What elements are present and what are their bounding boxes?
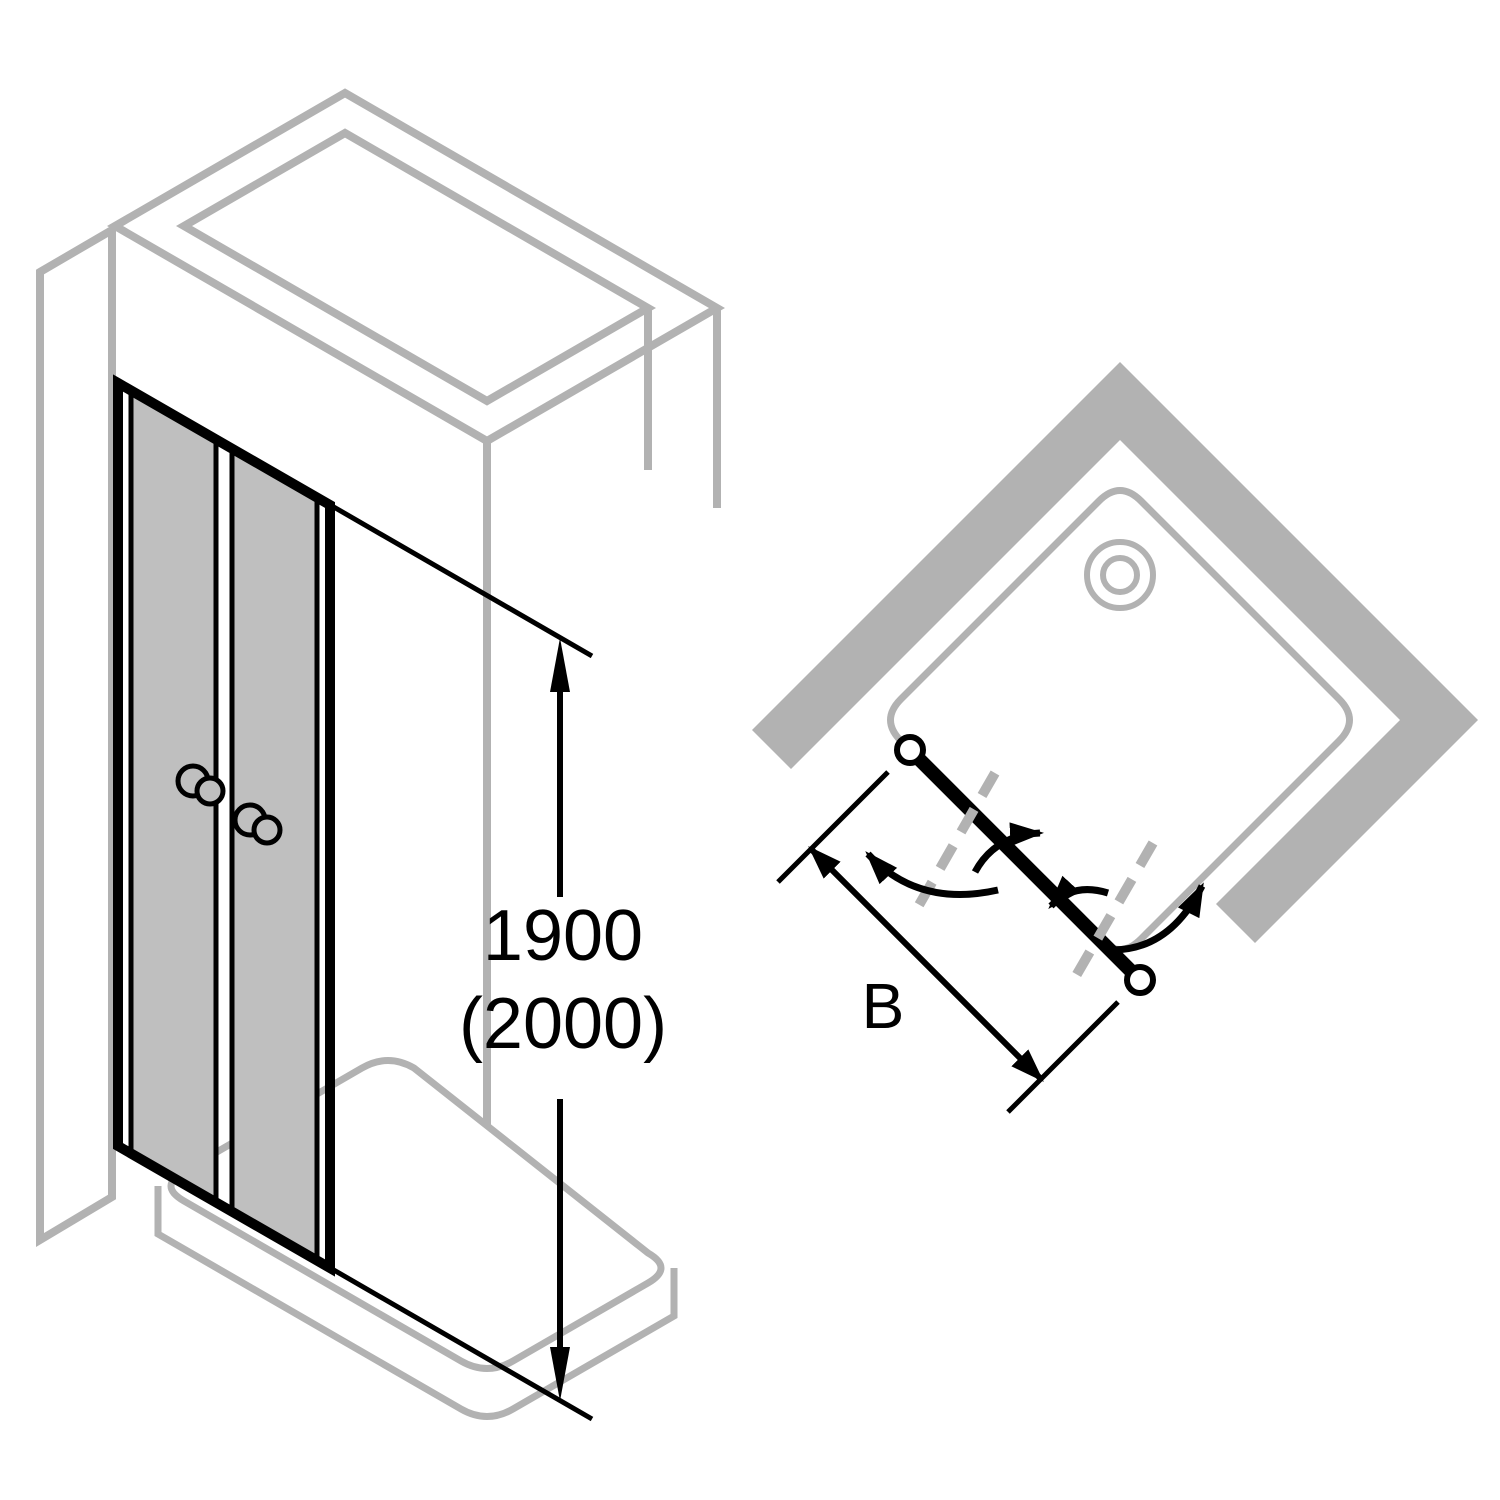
extension-line-right [1006,1000,1120,1114]
drain-inner-circle [1100,555,1140,595]
plan-view: B [752,362,1478,1114]
pivot-right [1124,964,1156,996]
door-frame [113,374,335,1277]
double-swing-doors [113,374,335,1277]
arrowhead-down-icon [550,1347,570,1401]
right-door-knob [232,802,283,846]
height-dimension: 1900 (2000) [330,503,667,1422]
right-door-glass [229,444,320,1266]
extension-line-left [776,770,890,884]
shower-tray-plan [887,487,1353,953]
top-frame-outer [107,88,725,446]
extension-line-top [330,503,594,659]
enclosure-outline [36,88,725,1330]
left-door-knob [175,763,226,807]
height-value-primary: 1900 [483,896,643,976]
walls [752,362,1478,943]
front-isometric-view: 1900 (2000) [36,88,725,1422]
pivot-left [894,734,926,766]
height-value-secondary: (2000) [459,984,667,1064]
door-open-position-right [1068,840,1158,984]
top-frame-inner [176,128,656,406]
width-dimension-arrow [808,846,1044,1082]
left-knob-front [194,775,226,807]
tray-apron [154,1186,678,1420]
swing-arrow-inward-right-icon [1048,875,1110,909]
width-dimension: B [776,770,1120,1114]
extension-line-bottom [330,1266,594,1422]
width-label: B [862,970,905,1042]
drain [1084,539,1156,611]
right-knob-front [251,814,283,846]
arrowhead-up-icon [550,638,570,692]
left-wall-edge [36,223,116,1248]
swing-arrow-outward-right-icon [1111,882,1206,954]
